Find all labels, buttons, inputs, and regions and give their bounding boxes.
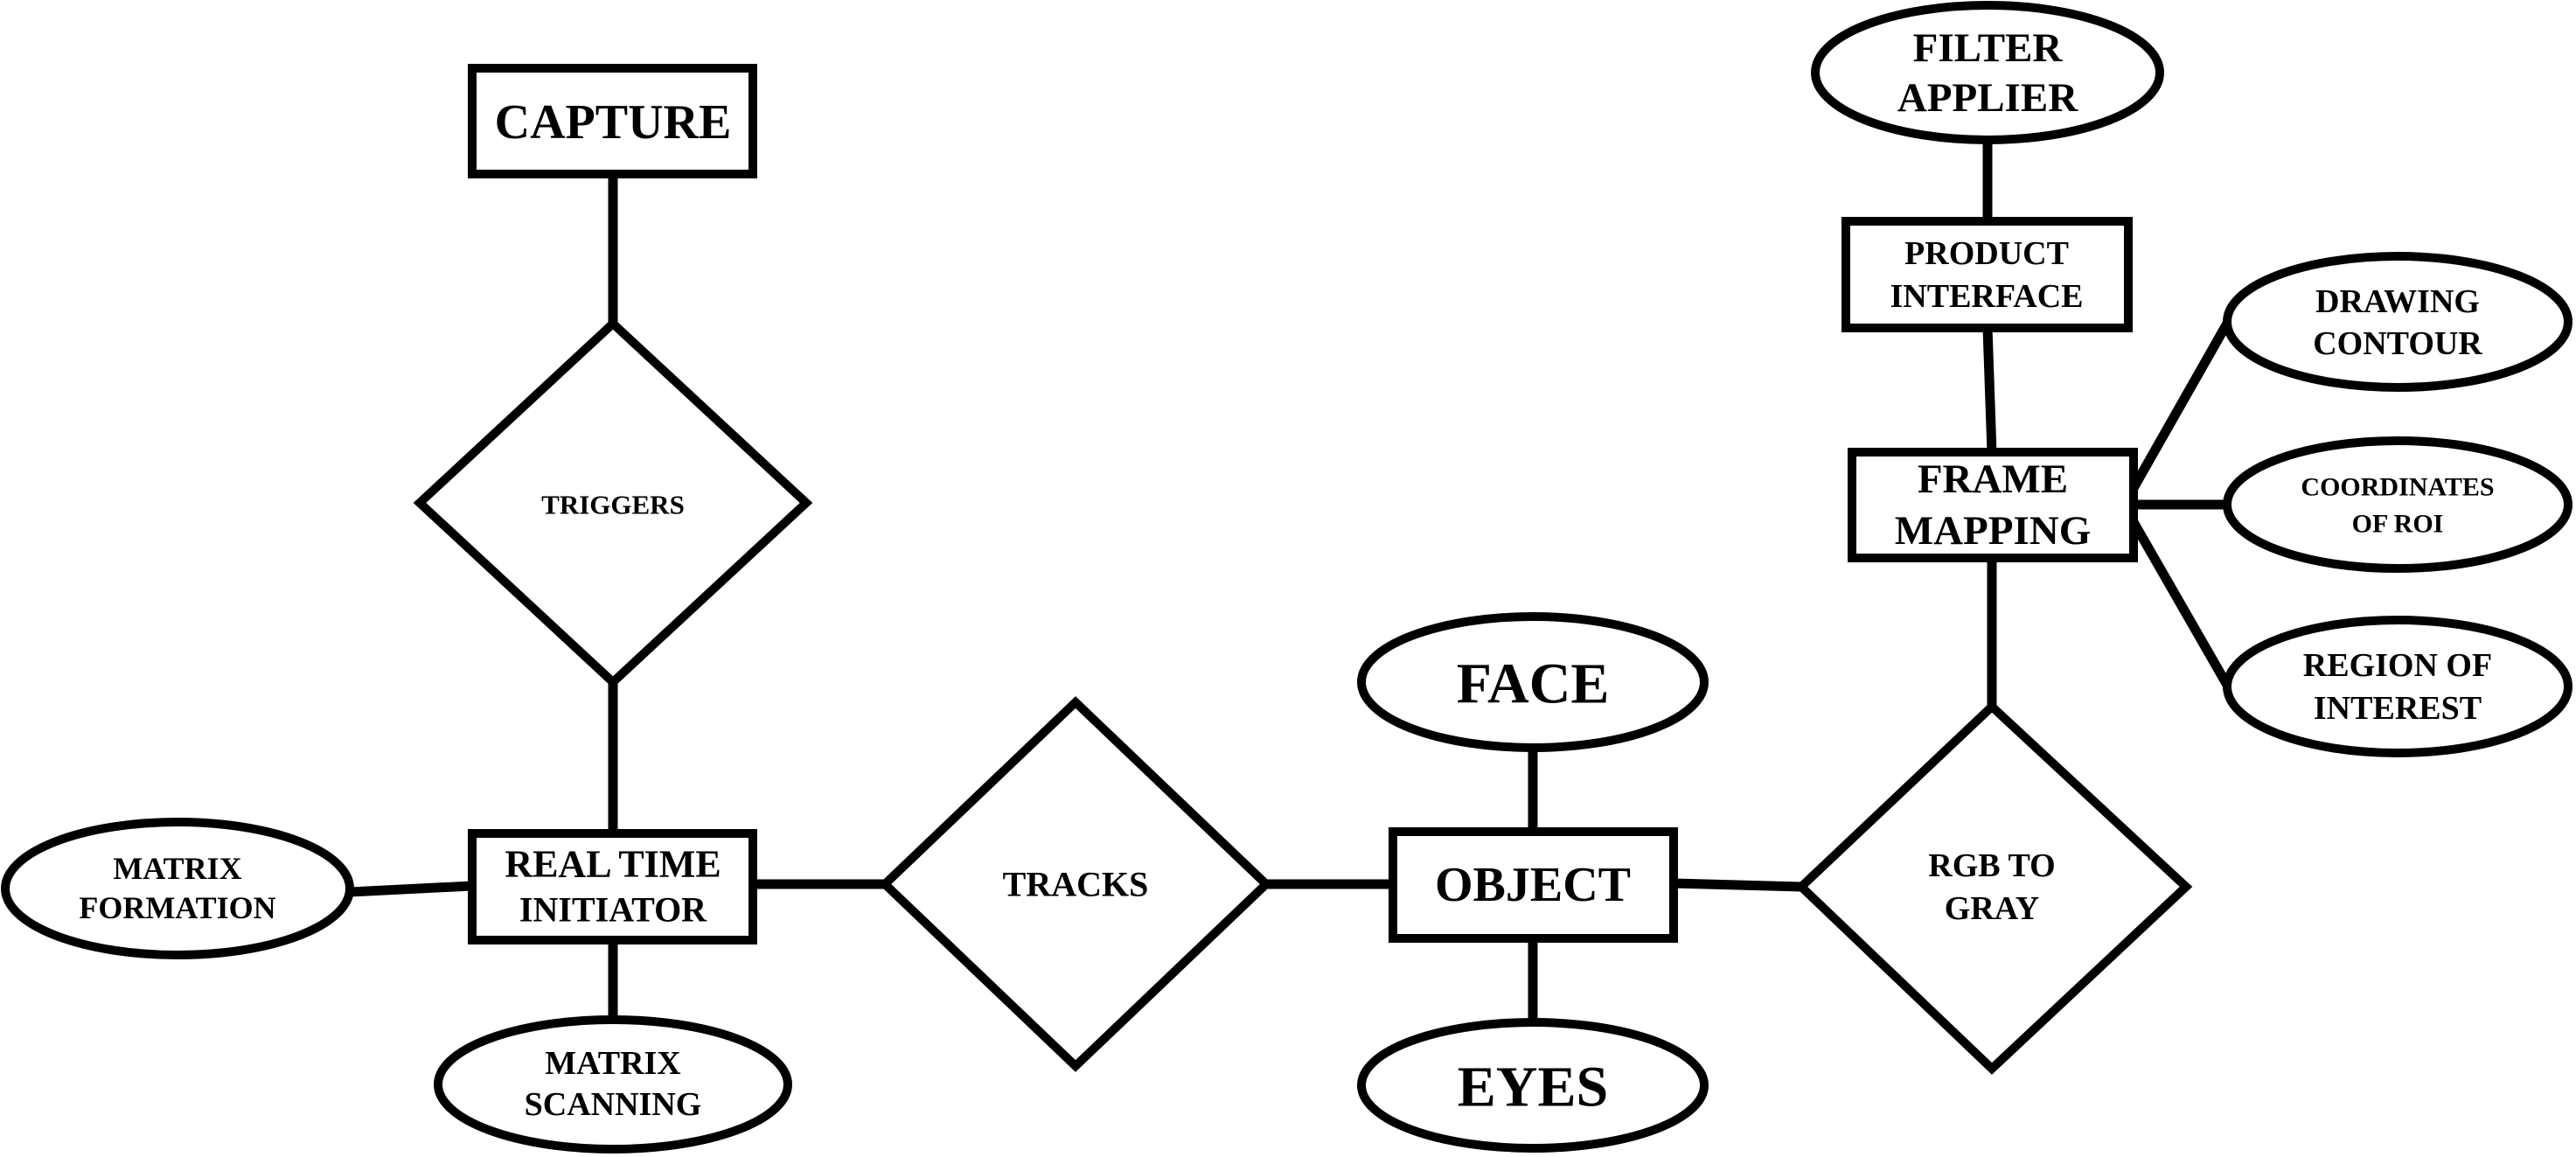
drawing-contour-label-line2: CONTOUR	[2313, 325, 2482, 362]
attribute-matrix-formation: MATRIX FORMATION	[1, 818, 354, 959]
frame-mapping-label-line2: MAPPING	[1895, 508, 2092, 554]
coordinates-of-roi-label-line2: OF ROI	[2352, 510, 2444, 539]
rgb-to-gray-label-line1: RGB TO	[1928, 847, 2055, 884]
region-of-interest-label-line1: REGION OF	[2303, 647, 2492, 684]
triggers-label: TRIGGERS	[541, 490, 685, 520]
attribute-coordinates-of-roi: COORDINATES OF ROI	[2223, 436, 2573, 573]
edge-object-rgb-to-gray	[1673, 878, 1802, 892]
eyes-label: EYES	[1458, 1056, 1608, 1119]
entity-real-time-initiator: REAL TIME INITIATOR	[468, 829, 757, 944]
tracks-label: TRACKS	[1003, 865, 1149, 904]
edge-frame-mapping-region-of-interest	[2129, 519, 2232, 689]
edge-real-time-initiator-matrix-formation	[349, 881, 473, 897]
real-time-initiator-label-line1: REAL TIME	[505, 843, 721, 886]
matrix-formation-label-line2: FORMATION	[79, 890, 275, 925]
connectors	[349, 140, 2232, 1023]
attribute-filter-applier: FILTER APPLIER	[1811, 1, 2164, 144]
capture-label: CAPTURE	[495, 95, 732, 150]
relationship-tracks: TRACKS	[878, 696, 1273, 1072]
rgb-to-gray-label-line2: GRAY	[1945, 890, 2039, 927]
attribute-eyes: EYES	[1357, 1018, 1709, 1153]
matrix-scanning-label-line1: MATRIX	[545, 1045, 681, 1082]
frame-mapping-label-line1: FRAME	[1918, 457, 2068, 502]
filter-applier-label-line1: FILTER	[1913, 25, 2064, 71]
coordinates-of-roi-label-line1: COORDINATES	[2301, 473, 2494, 502]
edge-frame-mapping-drawing-contour	[2129, 319, 2232, 491]
attribute-matrix-scanning: MATRIX SCANNING	[434, 1015, 792, 1154]
object-label: OBJECT	[1435, 858, 1631, 912]
entity-product-interface: PRODUCT INTERFACE	[1841, 217, 2133, 332]
face-label: FACE	[1457, 652, 1610, 716]
region-of-interest-label-line2: INTEREST	[2314, 690, 2482, 727]
relationship-rgb-to-gray: RGB TO GRAY	[1794, 700, 2193, 1075]
matrix-scanning-label-line2: SCANNING	[525, 1086, 702, 1123]
relationship-triggers: TRIGGERS	[413, 317, 813, 688]
attribute-drawing-contour: DRAWING CONTOUR	[2223, 252, 2573, 392]
product-interface-label-line2: INTERFACE	[1890, 278, 2084, 315]
edge-frame-mapping-product-interface	[1982, 327, 1997, 454]
real-time-initiator-label-line2: INITIATOR	[519, 890, 707, 930]
attribute-face: FACE	[1357, 612, 1709, 752]
matrix-formation-label-line1: MATRIX	[113, 851, 241, 886]
entity-object: OBJECT	[1389, 827, 1678, 943]
entity-capture: CAPTURE	[468, 64, 757, 178]
product-interface-label-line1: PRODUCT	[1904, 235, 2069, 272]
entity-frame-mapping: FRAME MAPPING	[1848, 448, 2138, 562]
attribute-region-of-interest: REGION OF INTEREST	[2223, 616, 2573, 757]
drawing-contour-label-line1: DRAWING	[2315, 283, 2480, 320]
filter-applier-label-line2: APPLIER	[1897, 75, 2078, 121]
